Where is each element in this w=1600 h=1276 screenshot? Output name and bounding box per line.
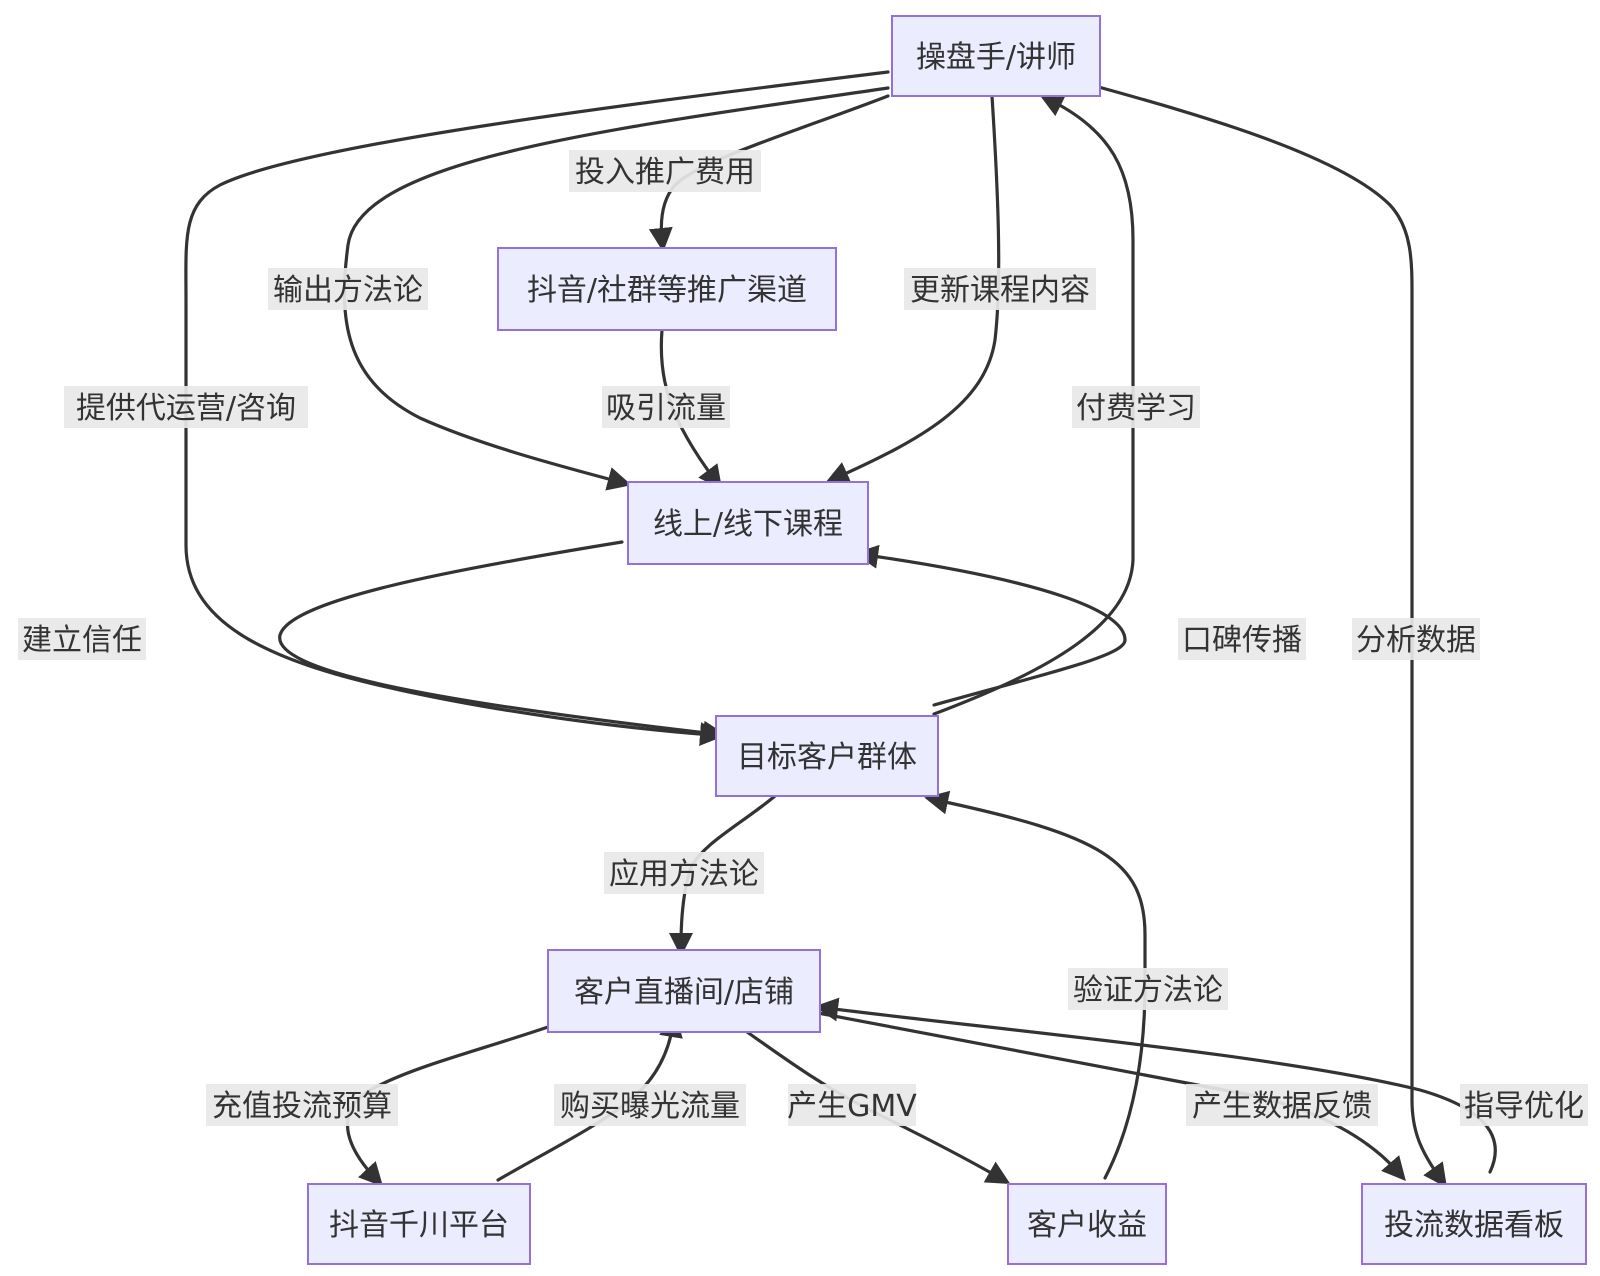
edge-label-data-feedback: 产生数据反馈 <box>1186 1084 1378 1126</box>
edge-label-text: 产生GMV <box>787 1089 917 1124</box>
edge-label-analyze-data: 分析数据 <box>1352 618 1480 660</box>
edge-label-consulting: 提供代运营/咨询 <box>64 386 308 428</box>
edge-label-text: 口碑传播 <box>1182 623 1302 658</box>
node-label: 目标客户群体 <box>737 740 917 775</box>
edge-label-word-of-mouth: 口碑传播 <box>1178 618 1306 660</box>
edge-label-text: 产生数据反馈 <box>1192 1089 1372 1124</box>
edge-label-verify-method: 验证方法论 <box>1068 968 1228 1010</box>
edge-label-output-method: 输出方法论 <box>268 268 428 310</box>
node-courses[interactable]: 线上/线下课程 <box>627 481 869 565</box>
edge-label-buy-exposure: 购买曝光流量 <box>554 1084 746 1126</box>
edge-label-text: 提供代运营/咨询 <box>76 391 296 426</box>
edge-label-guide-optimize: 指导优化 <box>1460 1084 1588 1126</box>
node-channels[interactable]: 抖音/社群等推广渠道 <box>497 247 837 331</box>
node-label: 客户直播间/店铺 <box>574 975 794 1010</box>
edge-label-text: 分析数据 <box>1356 623 1476 658</box>
edge-label-apply-method: 应用方法论 <box>604 852 764 894</box>
edge-label-text: 购买曝光流量 <box>560 1089 740 1124</box>
edge-dashboard-stores <box>814 997 1497 1174</box>
edge-label-text: 付费学习 <box>1076 391 1196 426</box>
edge-labels: 投入推广费用 输出方法论 更新课程内容 提供代运营/咨询 分析数据 吸引流量 建… <box>18 150 1588 1126</box>
node-operator[interactable]: 操盘手/讲师 <box>891 15 1101 97</box>
edge-label-text: 吸引流量 <box>606 391 726 426</box>
edge-operator-dashboard <box>1093 84 1447 1188</box>
edge-label-text: 应用方法论 <box>609 857 759 892</box>
edge-label-text: 建立信任 <box>22 623 142 658</box>
edge-label-recharge-budget: 充值投流预算 <box>206 1084 398 1126</box>
edge-courses-customers <box>278 540 727 745</box>
edge-label-update-content: 更新课程内容 <box>904 268 1096 310</box>
node-dashboard[interactable]: 投流数据看板 <box>1361 1183 1587 1265</box>
edge-label-text: 投入推广费用 <box>575 155 755 190</box>
node-label: 投流数据看板 <box>1384 1208 1564 1243</box>
edge-operator-customers <box>184 70 890 747</box>
edge-label-text: 验证方法论 <box>1073 973 1223 1008</box>
edge-customers-operator <box>932 94 1135 716</box>
edge-label-text: 充值投流预算 <box>212 1089 392 1124</box>
edge-operator-courses-update <box>825 94 1001 484</box>
node-qianchuan[interactable]: 抖音千川平台 <box>307 1183 531 1265</box>
node-customers[interactable]: 目标客户群体 <box>715 715 939 797</box>
edge-label-paid-learning: 付费学习 <box>1072 386 1200 428</box>
node-label: 线上/线下课程 <box>653 507 843 542</box>
edge-customers-courses <box>854 544 1127 707</box>
edge-revenue-customers <box>924 790 1147 1180</box>
edge-label-generate-gmv: 产生GMV <box>787 1084 917 1126</box>
nodes: 操盘手/讲师 抖音/社群等推广渠道 线上/线下课程 目标客户群体 客户直播间/店… <box>307 15 1587 1265</box>
node-label: 操盘手/讲师 <box>916 40 1076 75</box>
node-revenue[interactable]: 客户收益 <box>1007 1183 1167 1265</box>
edge-label-text: 更新课程内容 <box>910 273 1090 308</box>
node-label: 客户收益 <box>1027 1208 1147 1243</box>
node-label: 抖音/社群等推广渠道 <box>527 273 807 308</box>
edge-label-promotion-cost: 投入推广费用 <box>569 150 761 192</box>
edge-label-build-trust: 建立信任 <box>18 618 146 660</box>
edge-label-text: 输出方法论 <box>273 273 423 308</box>
edge-label-attract-traffic: 吸引流量 <box>602 386 730 428</box>
node-label: 抖音千川平台 <box>329 1208 509 1243</box>
node-stores[interactable]: 客户直播间/店铺 <box>547 949 821 1033</box>
edge-label-text: 指导优化 <box>1464 1089 1584 1124</box>
